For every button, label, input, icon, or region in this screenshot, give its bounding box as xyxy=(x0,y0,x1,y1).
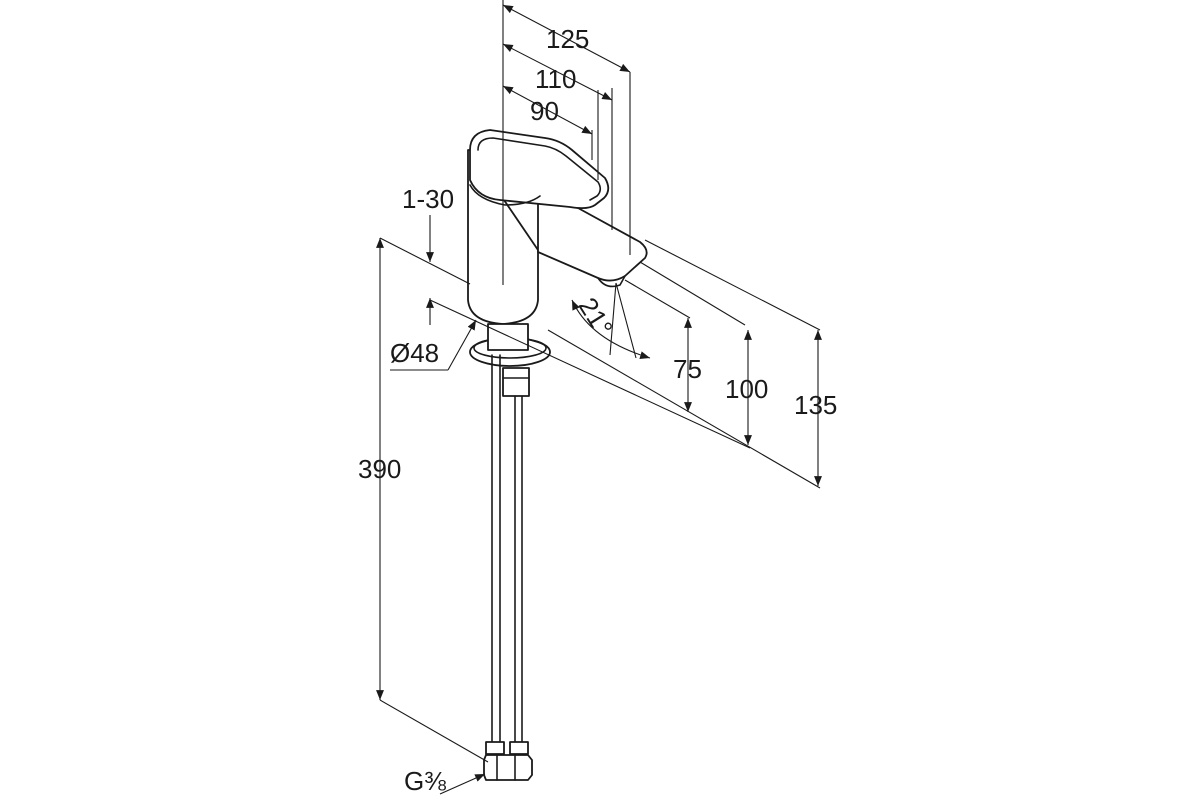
faucet-spout xyxy=(537,197,648,282)
base-extension-lines xyxy=(379,237,821,489)
dim-135-label: 135 xyxy=(794,390,837,420)
dim-110-label: 110 xyxy=(535,64,576,94)
lever-handle xyxy=(469,129,610,210)
mounting-flange xyxy=(469,323,551,397)
hose-length-dim xyxy=(376,238,489,763)
lever-cap-lower xyxy=(469,184,541,206)
height-dimensions xyxy=(684,318,822,486)
diameter-label: Ø48 xyxy=(390,338,439,368)
spout-outlet xyxy=(597,275,626,288)
lever-travel-label: 1-30 xyxy=(402,184,454,214)
dim-390-label: 390 xyxy=(358,454,401,484)
lever-top-face xyxy=(477,137,602,201)
spout-angle-dim xyxy=(571,282,651,359)
top-dimensions xyxy=(502,4,631,255)
thread-label: G⅜ xyxy=(404,766,446,796)
thread-dim xyxy=(439,773,486,795)
dim-125-label: 125 xyxy=(546,24,589,54)
faucet-body xyxy=(467,0,648,325)
dim-100-label: 100 xyxy=(725,374,768,404)
dim-90-label: 90 xyxy=(530,96,559,126)
supply-hoses xyxy=(483,354,533,781)
diameter-dim xyxy=(390,298,477,371)
dim-75-label: 75 xyxy=(673,354,702,384)
